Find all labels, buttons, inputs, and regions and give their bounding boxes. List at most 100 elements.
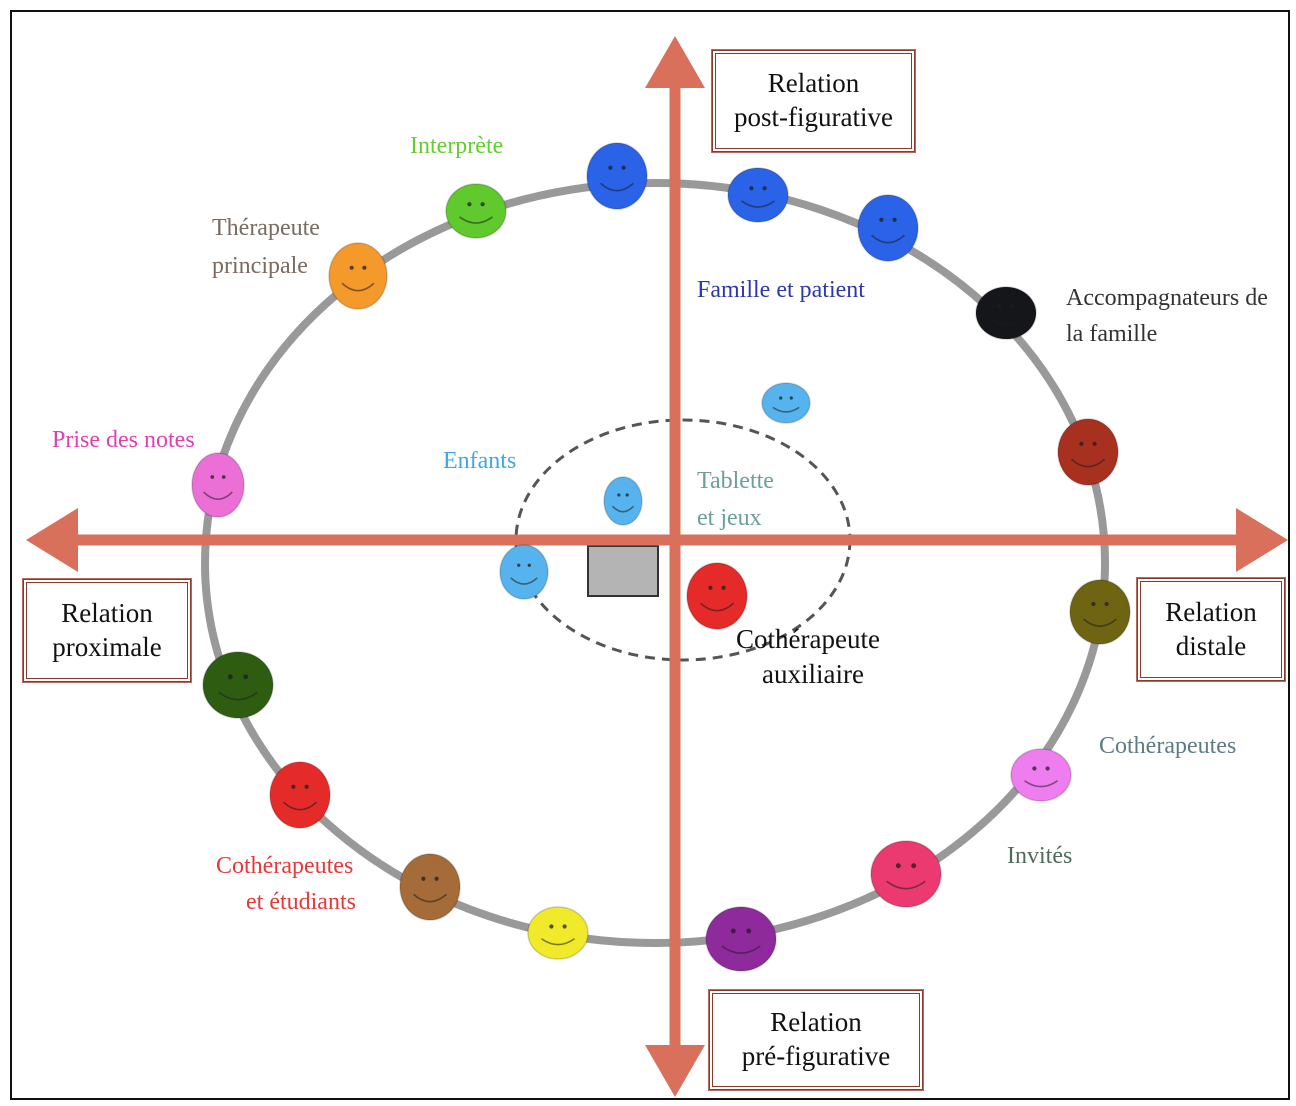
smiley-face [586,142,648,210]
smiley-eye [421,876,426,881]
smiley-eye [879,217,884,222]
smiley-eye [480,202,485,207]
smiley-mouth [412,893,448,903]
smiley-eye [1092,441,1097,446]
label-therapeute-principale-1: Thérapeute [212,215,320,241]
smiley-face [399,853,461,921]
vertical-axis [645,36,705,1097]
smiley-mouth [611,505,635,513]
smiley-face [857,194,919,262]
smiley-eye [911,863,917,869]
label-famille-patient: Famille et patient [697,277,865,303]
smiley-brown [399,853,461,921]
smiley-face [328,242,388,310]
smiley-eye [608,165,613,170]
smiley-eye [527,563,531,567]
smiley-enfant-1 [761,382,811,424]
smiley-mouth [870,234,906,244]
smiley-eye [621,165,626,170]
box-distale-line2: distale [1175,630,1247,661]
smiley-face [499,544,549,600]
box-distale-line1: Relation [1165,596,1257,627]
label-prise-des-notes: Prise des notes [52,427,195,453]
smiley-mouth [282,801,318,811]
smiley-eye [210,475,215,479]
smiley-top-blue [586,142,648,210]
label-enfants: Enfants [443,448,517,474]
smiley-face [527,906,589,960]
smiley-eye [1032,766,1037,771]
box-proximale-line2: proximale [52,631,162,662]
smiley-eye [749,186,754,191]
label-tablette-2: et jeux [697,505,762,531]
smiley-eye [779,396,783,400]
smiley-eye [434,876,439,881]
smiley-mouth [886,880,926,890]
label-accompagnateurs-1: Accompagnateurs de [1066,285,1268,311]
label-cotherapeutes-etudiants-2: et étudiants [246,889,356,915]
smiley-eye [892,217,897,222]
smiley-eye [349,265,354,270]
smiley-interprete [445,183,507,239]
smiley-eye [721,585,726,590]
smiley-face [269,761,331,829]
smiley-famille-2 [857,194,919,262]
label-tablette-1: Tablette [697,468,774,494]
smiley-eye [1091,601,1096,607]
outer-ring [201,179,1109,947]
smiley-face [1010,748,1072,802]
smiley-mouth [1070,458,1106,468]
smiley-mouth [1024,780,1058,788]
smiley-mouth [459,216,493,224]
smiley-eye [227,674,233,680]
label-cotherapeutes-etudiants-1: Cothérapeutes [216,853,354,879]
label-cotherapeutes: Cothérapeutes [1099,733,1237,759]
smiley-eye [304,784,309,789]
box-relation-proximale: Relation proximale [23,579,191,682]
table-rectangle [587,545,659,597]
smiley-eye [895,863,901,869]
smiley-red-left [269,761,331,829]
smiley-famille-1 [727,167,789,223]
smiley-eye [1104,601,1109,607]
smiley-face [686,562,748,630]
smiley-eye [625,493,629,497]
box-post-line1: Relation [767,68,860,99]
smiley-mouth [741,200,775,208]
smiley-face [727,167,789,223]
label-cotherapeute-auxiliaire-2: auxiliaire [762,659,864,689]
smiley-mouth [1082,618,1118,628]
box-relation-pre-figurative: Relation pré-figurative [709,990,923,1090]
smiley-mouth [772,406,800,413]
smiley-therapeute-principale [328,242,388,310]
label-cotherapeute-auxiliaire-1: Cothérapeute [736,624,880,654]
box-post-line2: post-figurative [734,102,893,132]
smiley-accompagnateur-brown [1057,418,1119,486]
smiley-yellow [527,906,589,960]
box-relation-post-figurative: Relation post-figurative [712,50,915,152]
box-proximale-line1: Relation [61,597,153,628]
box-pre-line1: Relation [770,1007,862,1038]
smiley-face [761,382,811,424]
smiley-face [1069,579,1131,645]
label-invites: Invités [1007,843,1073,869]
horizontal-axis [26,508,1288,572]
box-relation-distale: Relation distale [1137,578,1285,681]
smiley-invite-rose [870,840,942,908]
smiley-face [705,906,777,972]
smiley-mouth [721,945,761,955]
smiley-mouth [541,938,575,946]
label-accompagnateurs-2: la famille [1066,321,1158,347]
smiley-enfant-2 [603,476,643,526]
smiley-mouth [341,282,375,292]
diagram-frame [10,10,1290,1100]
smiley-eye [789,396,793,400]
smiley-eye [549,924,554,929]
smiley-mouth [510,577,538,585]
smiley-face [1057,418,1119,486]
smiley-enfant-3 [499,544,549,600]
smiley-eye [762,186,767,191]
smiley-eye [617,493,621,497]
